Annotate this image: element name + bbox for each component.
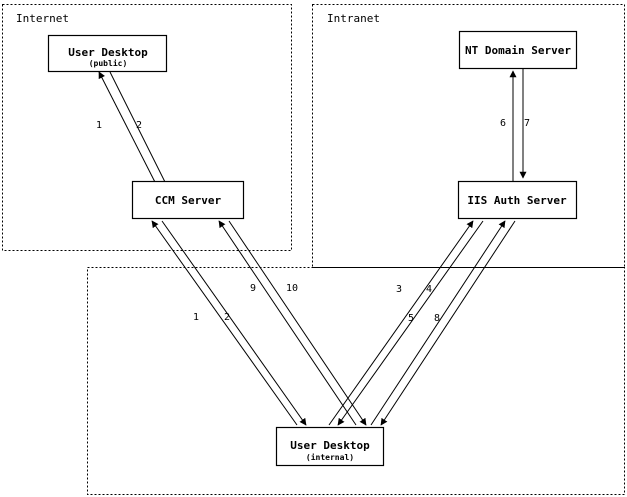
node-title-iis-auth-server: IIS Auth Server <box>467 194 567 207</box>
node-box-user-desktop-internal[interactable] <box>275 426 385 467</box>
step-label-2-internal: 2 <box>224 312 230 323</box>
flow-lines <box>98 69 527 426</box>
step-label-1-public: 1 <box>96 120 102 131</box>
node-boxes: User Desktop (public) CCM Server NT Doma… <box>47 30 578 467</box>
zone-internal-lan-box <box>87 267 625 495</box>
node-box-ccm-server[interactable] <box>131 180 245 220</box>
step-label-10: 10 <box>286 283 298 294</box>
step-label-2-public: 2 <box>136 120 142 131</box>
step-label-6: 6 <box>500 118 506 129</box>
node-box-user-desktop-public[interactable] <box>47 34 168 73</box>
node-title-user-desktop-internal: User Desktop <box>290 439 370 452</box>
node-user-desktop-internal[interactable]: User Desktop (internal) <box>275 426 385 467</box>
node-subtitle-user-desktop-public: (public) <box>89 58 128 68</box>
node-title-nt-domain-server: NT Domain Server <box>465 44 571 57</box>
node-user-desktop-public[interactable]: User Desktop (public) <box>47 34 168 73</box>
zone-label-intranet: Intranet <box>327 12 380 25</box>
node-iis-auth-server[interactable]: IIS Auth Server <box>457 180 578 220</box>
node-subtitle-user-desktop-internal: (internal) <box>306 452 354 462</box>
zone-internet-box <box>2 4 292 251</box>
flow-line-step-5 <box>370 220 506 426</box>
step-label-1-internal: 1 <box>193 312 199 323</box>
step-labels: 1 2 1 2 3 4 5 8 6 7 9 10 <box>96 118 530 324</box>
step-label-4: 4 <box>426 284 432 295</box>
flow-line-step-1-public <box>98 71 159 189</box>
step-label-3: 3 <box>396 284 402 295</box>
flow-line-step-2-internal <box>161 220 307 426</box>
step-label-5: 5 <box>408 313 414 324</box>
flow-line-step-8 <box>380 220 516 426</box>
step-label-7: 7 <box>524 118 530 129</box>
node-title-ccm-server: CCM Server <box>155 194 222 207</box>
zone-intranet-box <box>312 4 625 268</box>
flow-line-step-2-public <box>109 71 169 189</box>
node-box-nt-domain-server[interactable] <box>458 30 578 70</box>
node-title-user-desktop-public: User Desktop <box>68 46 148 59</box>
flow-line-step-3 <box>328 220 474 426</box>
node-box-iis-auth-server[interactable] <box>457 180 578 220</box>
flow-line-step-1-internal <box>151 220 298 426</box>
node-nt-domain-server[interactable]: NT Domain Server <box>458 30 578 70</box>
zone-label-internet: Internet <box>16 12 69 25</box>
zone-boundaries <box>2 4 625 495</box>
step-label-9: 9 <box>250 283 256 294</box>
node-ccm-server[interactable]: CCM Server <box>131 180 245 220</box>
flow-line-step-10 <box>228 220 367 426</box>
flow-line-step-9 <box>218 220 357 426</box>
flow-line-step-4 <box>337 220 484 426</box>
step-label-8: 8 <box>434 313 440 324</box>
